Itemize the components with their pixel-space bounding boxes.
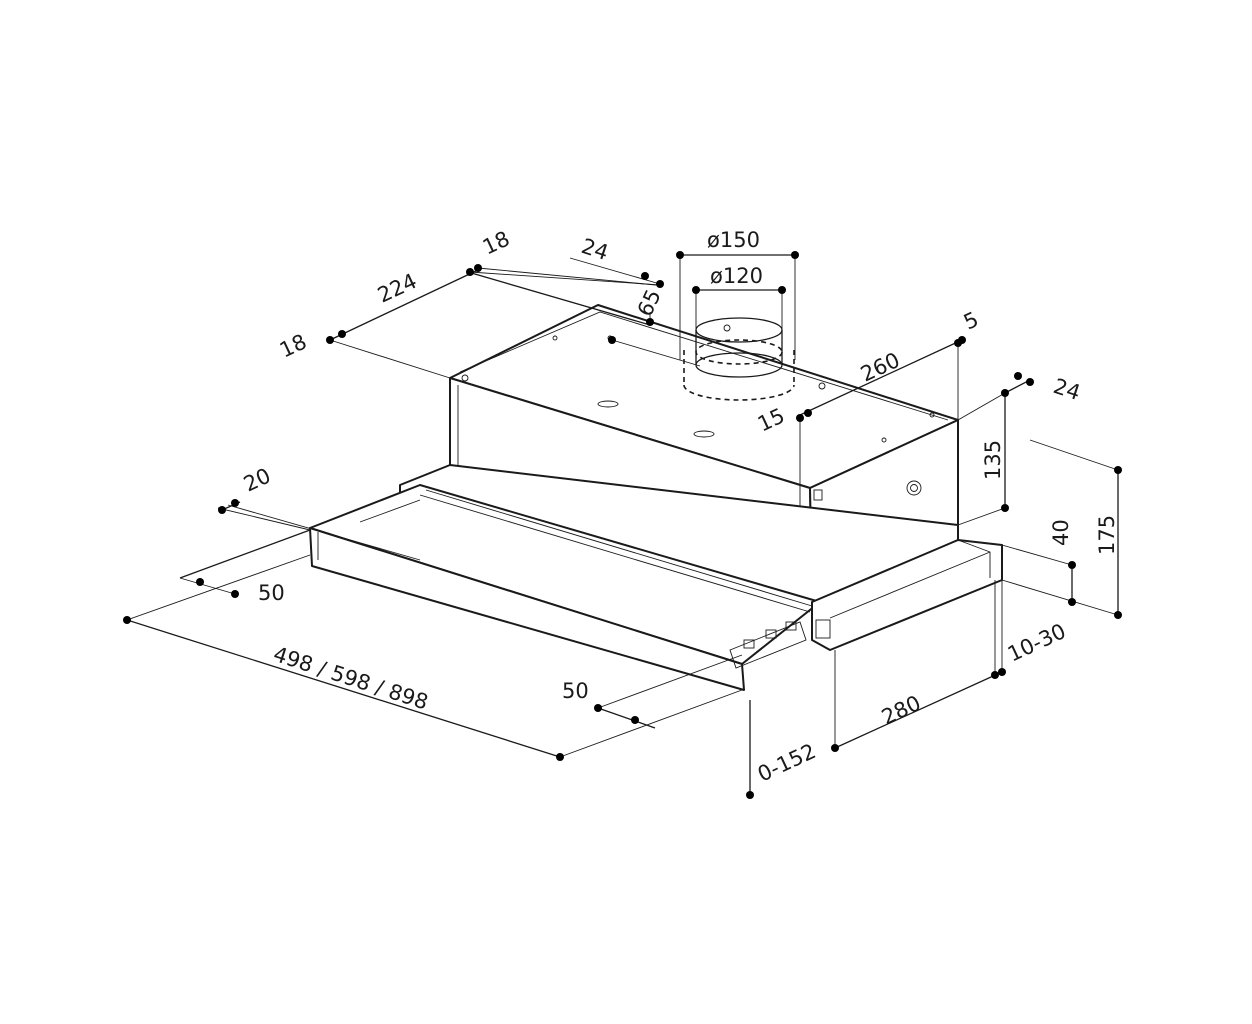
hood-body [309, 304, 1003, 691]
label-5: 5 [960, 307, 982, 334]
dimension-endpoints [123, 251, 1122, 799]
side-port-outer [906, 480, 922, 496]
control-panel [729, 621, 807, 669]
label-phi120: ø120 [710, 264, 763, 288]
label-18-left: 18 [276, 329, 310, 362]
label-135: 135 [981, 440, 1005, 480]
label-phi150: ø150 [707, 228, 760, 252]
label-20: 20 [240, 463, 274, 496]
control-knob-1 [743, 639, 755, 649]
label-10-30: 10-30 [1004, 619, 1069, 667]
label-50-left: 50 [258, 581, 285, 605]
label-24-top: 24 [578, 234, 611, 265]
label-224: 224 [374, 269, 420, 308]
top-slot-2 [693, 430, 715, 438]
label-24-right: 24 [1050, 374, 1083, 405]
label-175: 175 [1095, 515, 1119, 555]
label-18-top: 18 [479, 226, 513, 259]
drawer-inner-line-2 [425, 489, 813, 607]
label-280: 280 [878, 691, 924, 730]
top-hole-6 [461, 374, 469, 382]
label-40: 40 [1049, 519, 1073, 546]
drawer-inner-line-1 [419, 494, 811, 613]
side-port-inner [910, 484, 918, 492]
dimension-lines [126, 254, 1119, 795]
right-base-top-line [829, 551, 991, 619]
top-slot-1 [597, 400, 619, 408]
drawer-front [309, 527, 745, 691]
top-hole-2 [881, 437, 887, 443]
control-knob-2 [765, 629, 777, 639]
label-width: 498 / 598 / 898 [270, 642, 431, 715]
label-0-152: 0-152 [754, 739, 819, 787]
drawer-inner-line-3 [359, 499, 421, 523]
right-base-switch [815, 619, 831, 639]
top-hole-5 [552, 335, 558, 341]
control-knob-3 [785, 621, 797, 631]
top-hole-1 [818, 382, 826, 390]
side-clip-1 [813, 489, 823, 501]
label-50-bottom: 50 [562, 679, 589, 703]
label-260: 260 [857, 348, 903, 387]
hood-top-edge [459, 311, 949, 421]
label-65: 65 [633, 286, 666, 320]
top-hole-3 [929, 412, 935, 418]
